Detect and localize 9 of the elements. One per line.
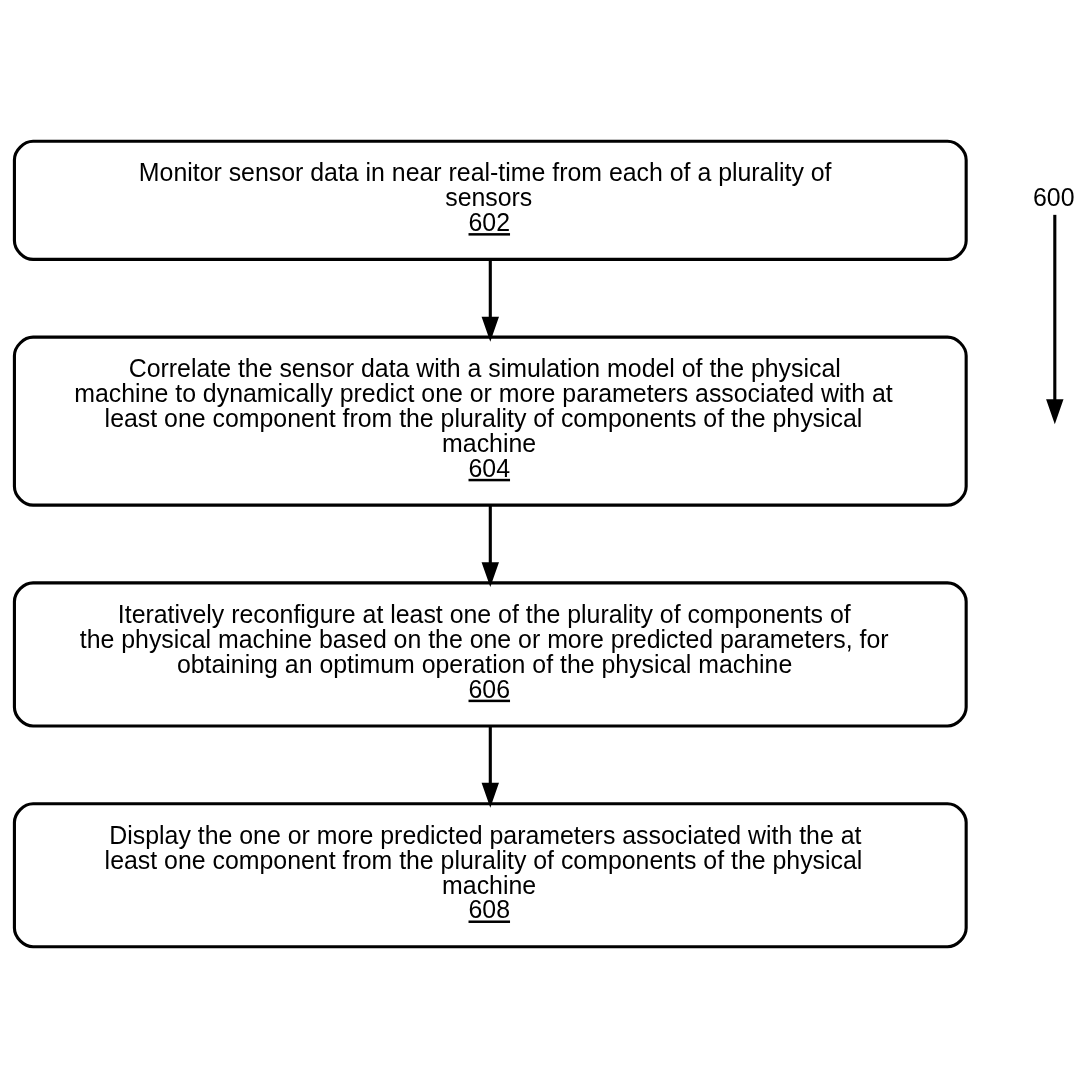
arrow — [481, 504, 499, 587]
node-box: Monitor sensor data in near real-time from each of a plurality of sensors 602 — [12, 139, 968, 261]
node-box: Display the one or more predicted parameters associated with the at least one component from the plurality of components of the physical machine 608 — [12, 801, 968, 948]
arrow — [481, 259, 499, 342]
node-box: Correlate the sensor data with a simulation model of the physical machine to dynamically predict one or more parameters associated with at least one component from the plurality of components of the physical machine 604 — [12, 335, 968, 507]
node-box: Iteratively reconfigure at least one of the plurality of components of the physical machine based on the one or more predicted parameters, for obtaining an optimum operation of the physical machine 606 — [12, 580, 968, 727]
arrow — [481, 725, 499, 808]
arrow — [1046, 214, 1064, 424]
node-text: 600 — [1033, 182, 1075, 211]
